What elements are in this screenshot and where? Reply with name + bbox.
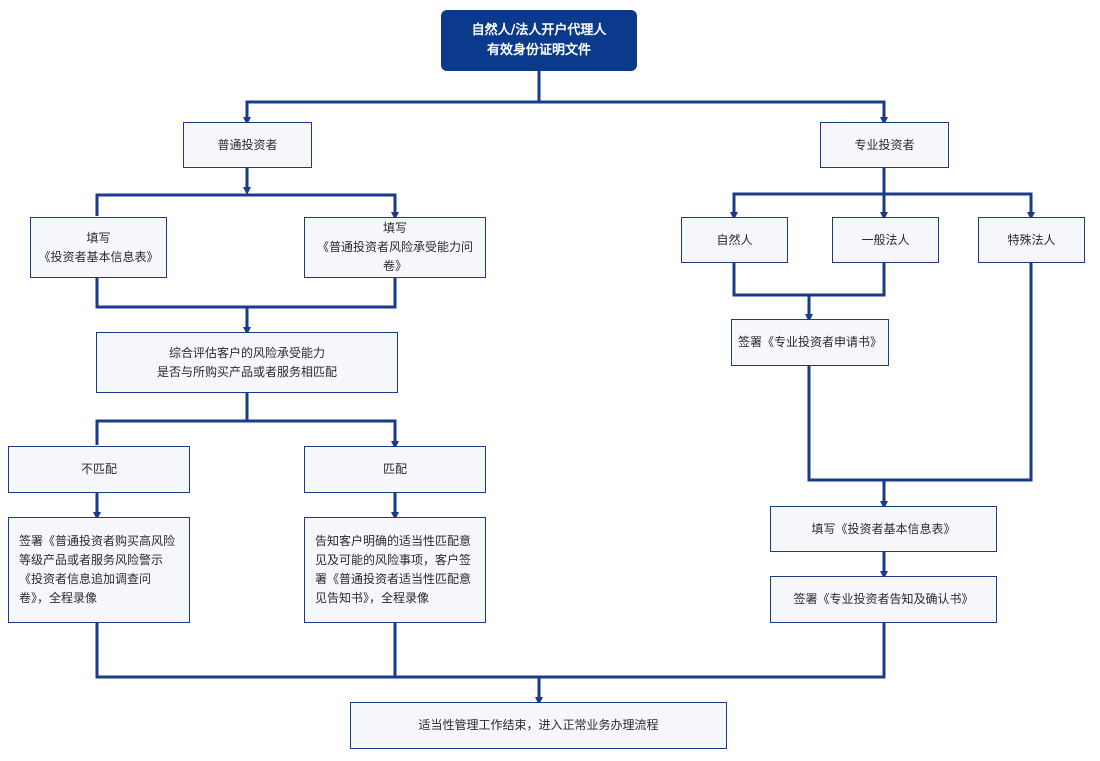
node-professional-label: 专业投资者 [854,137,915,152]
wire-assess-split [95,419,399,449]
node-match-label: 匹配 [382,462,407,476]
node-mismatch: 不匹配 [8,446,190,493]
node-fill-basic-info: 填写 《投资者基本信息表》 [30,217,167,278]
node-sign-confirmation-label: 签署《专业投资者告知及确认书》 [793,592,974,606]
node-root-label: 自然人/法人开户代理人 有效身份证明文件 [471,22,607,58]
wire-root-to-ordinary [243,71,541,125]
node-mismatch-label: 不匹配 [80,462,117,476]
node-end-label: 适当性管理工作结束，进入正常业务办理流程 [418,718,659,732]
node-mismatch-action-label: 签署《普通投资者购买高风险等级产品或者服务风险警示《投资者信息追加调查问卷》，全… [19,534,176,605]
wire-forms-merge [95,278,397,309]
node-general-legal-person: 一般法人 [832,217,939,263]
wire-pro-to-special [884,192,1035,220]
node-fill-risk-survey-label: 填写 《普通投资者风险承受能力问卷》 [316,221,473,273]
node-general-legal-label: 一般法人 [861,232,910,247]
node-natural-person-label: 自然人 [716,232,753,247]
node-mismatch-action: 签署《普通投资者购买高风险等级产品或者服务风险警示《投资者信息追加调查问卷》，全… [8,517,190,623]
node-fill-basic-info-label: 填写 《投资者基本信息表》 [38,230,159,264]
node-end: 适当性管理工作结束，进入正常业务办理流程 [350,702,727,749]
node-assess-label: 综合评估客户的风险承受能力 是否与所购买产品或者服务相匹配 [156,345,337,379]
node-match-action-label: 告知客户明确的适当性匹配意见及可能的风险事项，客户签署《普通投资者适当性匹配意见… [315,534,472,605]
node-ordinary-investor: 普通投资者 [183,122,312,168]
wire-ordinary-split-left [95,193,399,220]
node-natural-person: 自然人 [681,217,788,263]
node-sign-confirmation: 签署《专业投资者告知及确认书》 [770,576,997,623]
wire-pro-split [730,168,886,220]
node-fill-risk-survey: 填写 《普通投资者风险承受能力问卷》 [304,217,486,278]
node-fill-basic-info-pro: 填写《投资者基本信息表》 [770,506,997,552]
node-assess: 综合评估客户的风险承受能力 是否与所购买产品或者服务相匹配 [96,332,398,393]
node-special-legal-person: 特殊法人 [978,217,1085,263]
wire-natural-general-merge [732,263,886,297]
node-match: 匹配 [304,446,486,493]
wire-application-down [807,263,1033,482]
wire-bottom-merge [95,623,886,679]
node-special-legal-label: 特殊法人 [1007,232,1056,247]
wire-root-to-professional [539,100,888,125]
node-professional-investor: 专业投资者 [820,122,949,168]
node-sign-application: 签署《专业投资者申请书》 [731,319,889,366]
node-sign-application-label: 签署《专业投资者申请书》 [738,335,883,349]
node-root: 自然人/法人开户代理人 有效身份证明文件 [441,10,637,71]
node-fill-basic-info-pro-label: 填写《投资者基本信息表》 [811,521,956,536]
node-match-action: 告知客户明确的适当性匹配意见及可能的风险事项，客户签署《普通投资者适当性匹配意见… [304,517,486,623]
node-ordinary-label: 普通投资者 [217,137,278,152]
